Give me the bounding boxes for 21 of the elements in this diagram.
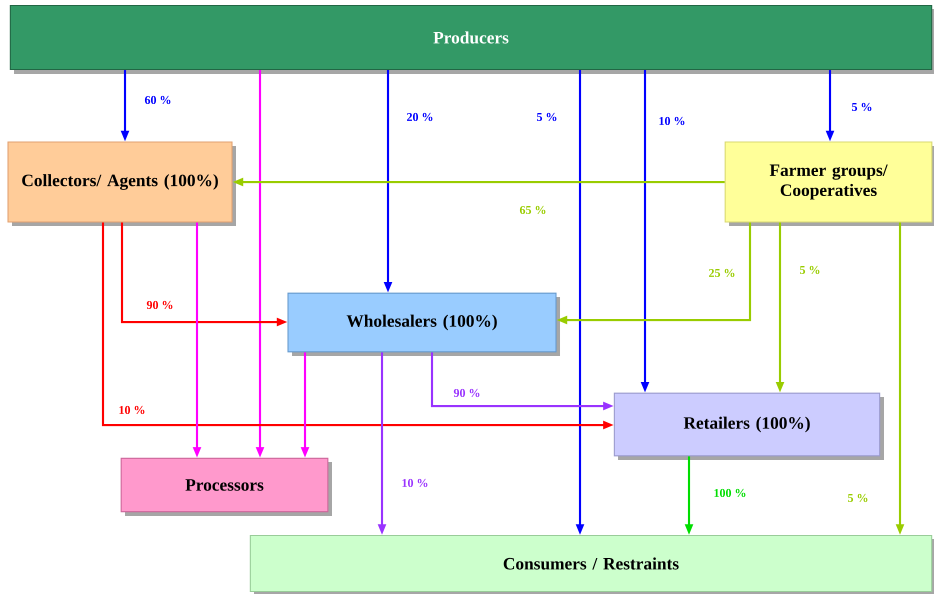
process-box: Processors bbox=[120, 458, 332, 516]
edge-label: 10 % bbox=[657, 116, 687, 126]
process-box: Retailers (100%) bbox=[614, 392, 884, 460]
edge-label: 25 % bbox=[707, 268, 737, 278]
edge-label: 5 % bbox=[798, 264, 822, 276]
edge-label: 5 % bbox=[535, 112, 559, 122]
edge-label: 5 % bbox=[846, 492, 870, 504]
process-box: Farmer groups/ Cooperatives bbox=[724, 141, 934, 226]
edge-label: 65 % bbox=[518, 204, 548, 216]
edge-label: 10 % bbox=[117, 404, 147, 416]
edge-label: 20 % bbox=[405, 112, 435, 122]
edge-label: 100 % bbox=[712, 488, 748, 498]
edge-label: 90 % bbox=[145, 300, 175, 310]
process-box: Collectors/ Agents (100%) bbox=[7, 141, 236, 226]
consumers-band: Consumers / Restraints bbox=[250, 534, 934, 594]
edge-label: 10 % bbox=[400, 478, 430, 488]
edge-label: 60 % bbox=[143, 94, 173, 106]
process-box: Wholesalers (100%) bbox=[287, 292, 560, 356]
edge-label: 90 % bbox=[452, 388, 482, 398]
edge-label: 5 % bbox=[850, 102, 874, 112]
producers-band: Producers bbox=[10, 4, 934, 74]
